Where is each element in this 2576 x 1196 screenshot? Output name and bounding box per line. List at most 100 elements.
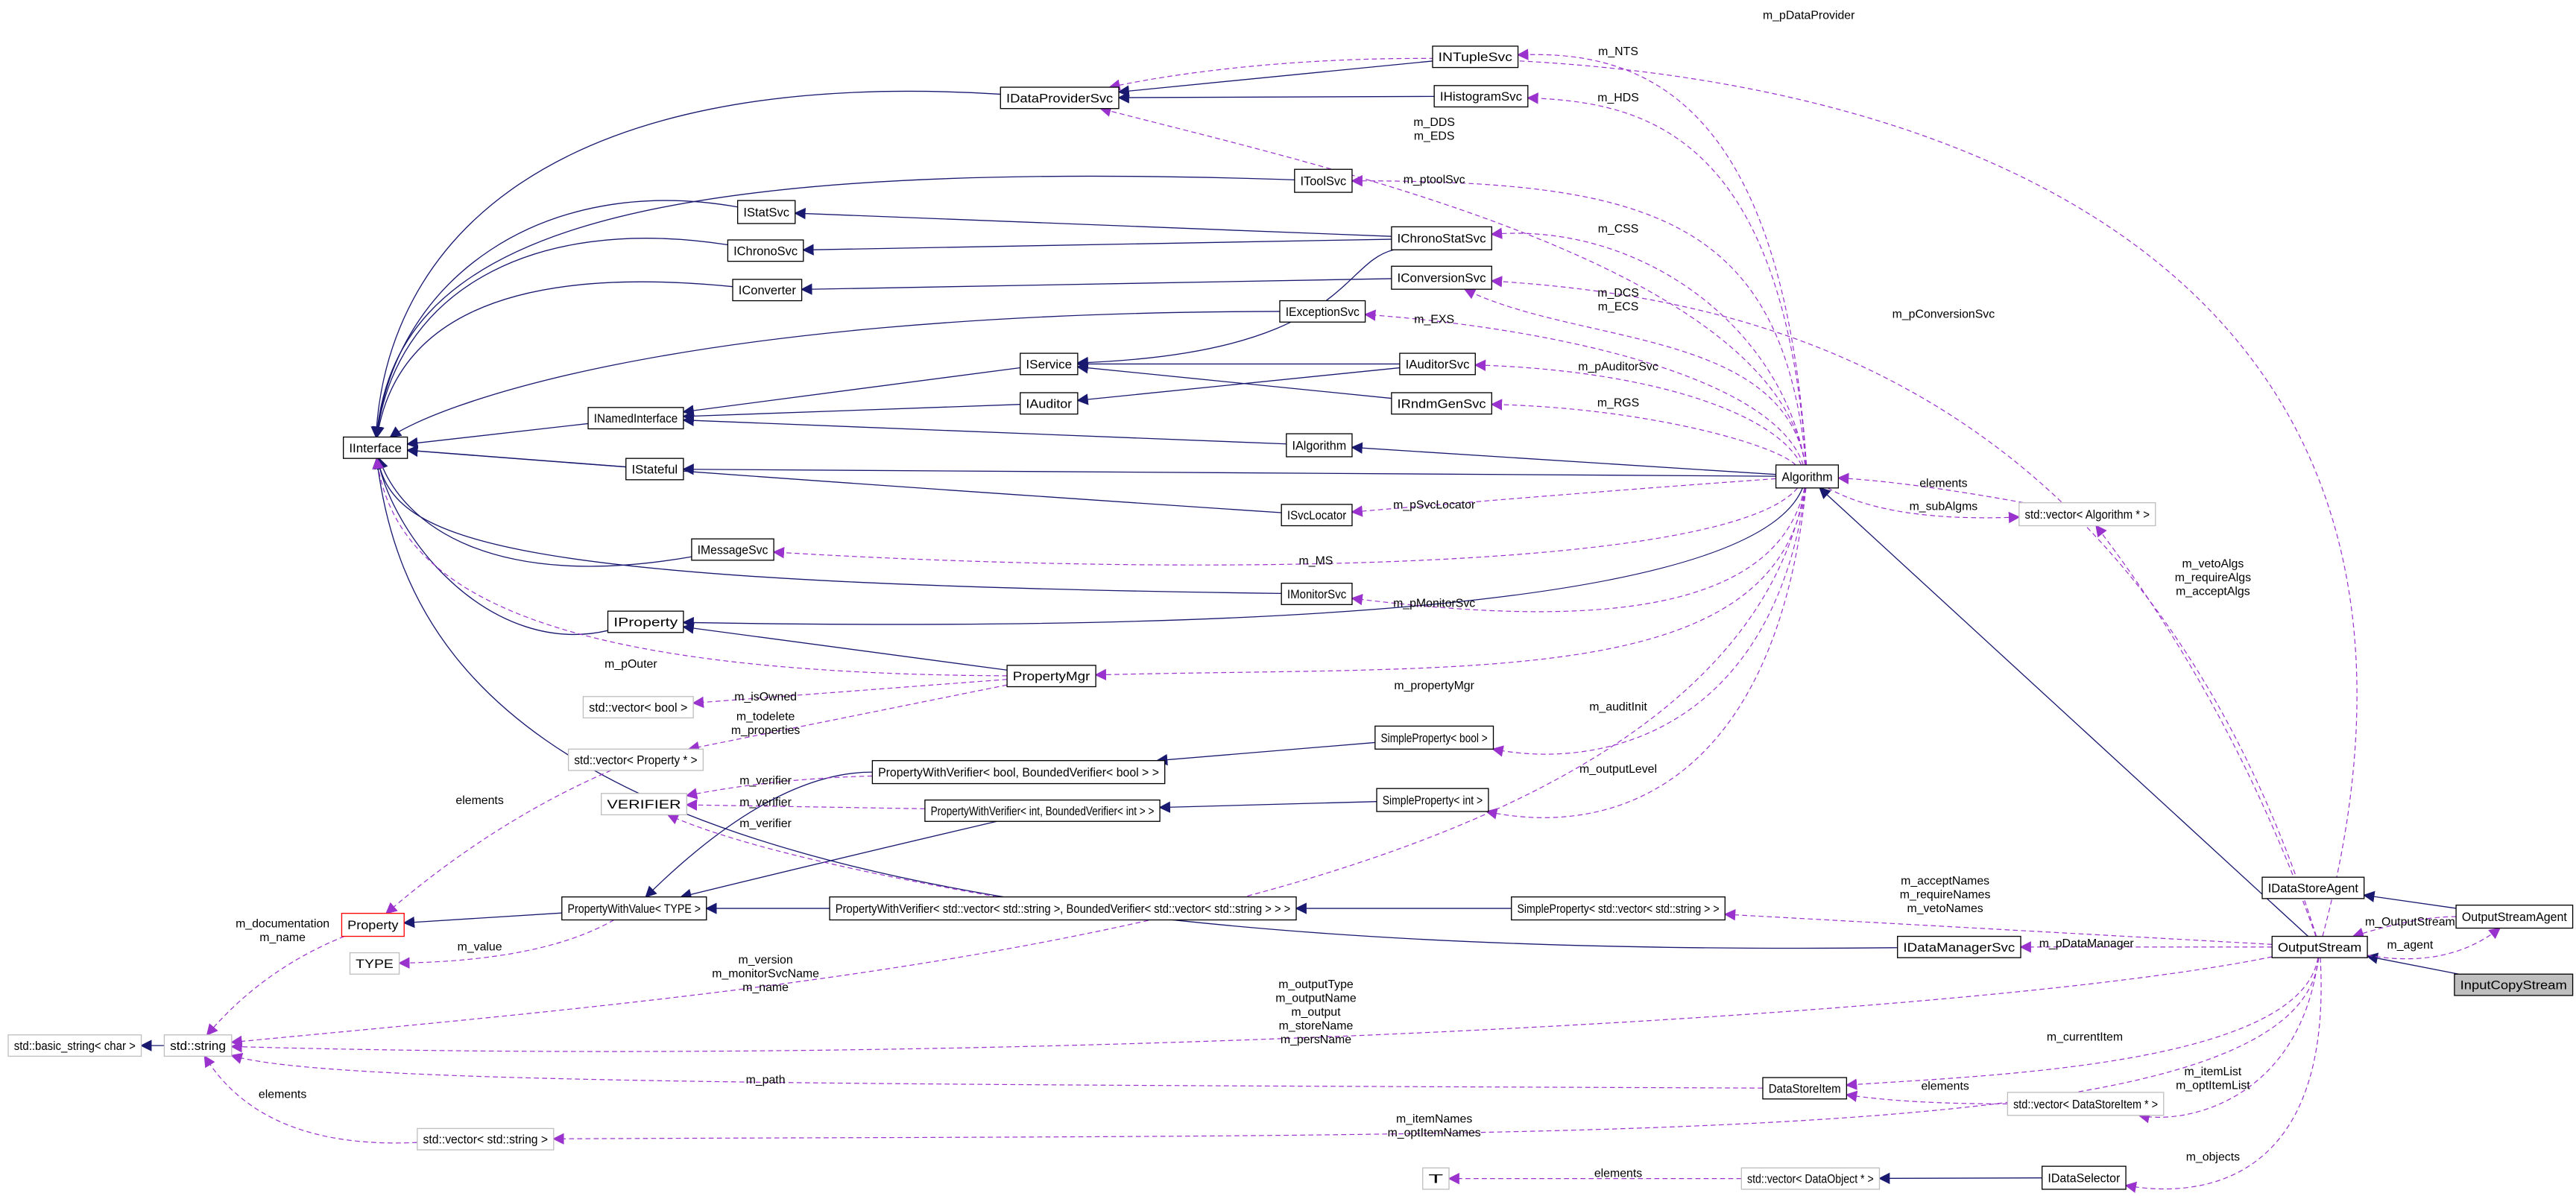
class-node-imonitorsvc[interactable]: IMonitorSvc: [1281, 583, 1353, 605]
class-node-propertymgr[interactable]: PropertyMgr: [1006, 665, 1096, 688]
class-node-ialgorithm[interactable]: IAlgorithm: [1286, 433, 1353, 458]
class-node-outputstream[interactable]: OutputStream: [2271, 935, 2368, 958]
node-label: IInterface: [349, 441, 402, 455]
usage-edge-outputstream-to-outputstreamagent: [2367, 927, 2501, 960]
usage-edge-outputstream-to-datastoreitem: [1845, 958, 2319, 1090]
class-node-itoolsvc[interactable]: IToolSvc: [1294, 168, 1353, 193]
edge-label: elements: [1594, 1167, 1642, 1180]
edge-label: m_ECS: [1598, 301, 1639, 314]
node-box: [1020, 352, 1079, 376]
node-label: std::vector< DataObject * >: [1747, 1172, 1874, 1186]
node-box: [601, 793, 687, 816]
node-label: IProperty: [613, 615, 678, 629]
edge-label: m_optItemList: [2176, 1079, 2250, 1092]
class-node-inamedinterface[interactable]: INamedInterface: [587, 407, 684, 430]
class-node-type[interactable]: TYPE: [349, 952, 400, 975]
class-node-iauditor[interactable]: IAuditor: [1020, 392, 1079, 415]
class-node-iexceptionsvc[interactable]: IExceptionSvc: [1279, 300, 1366, 323]
inheritance-edge-inamedinterface-to-iinterface: [406, 423, 589, 449]
class-node-irndmgensvc[interactable]: IRndmGenSvc: [1391, 392, 1492, 415]
edge-label: m_ptoolSvc: [1404, 174, 1465, 186]
node-label: IChronoStatSvc: [1398, 232, 1486, 246]
class-node-propertywithverifier-std-vector-std-string-boundedverifier-std-vector-std-string[interactable]: PropertyWithVerifier< std::vector< std::…: [829, 896, 1297, 921]
node-label: std::vector< Property * >: [574, 753, 697, 768]
class-node-std-vector-bool[interactable]: std::vector< bool >: [582, 696, 694, 719]
usage-edge-algorithm-to-imessagesvc: [772, 487, 1799, 566]
class-node-ihistogramsvc[interactable]: IHistogramSvc: [1433, 85, 1529, 108]
class-node-simpleproperty-std-vector-std-string[interactable]: SimpleProperty< std::vector< std::string…: [1511, 896, 1726, 921]
class-node-isvclocator[interactable]: ISvcLocator: [1281, 504, 1353, 527]
node-box: [1006, 665, 1096, 688]
node-box: [1422, 1167, 1450, 1190]
inheritance-edge-idataselector-to-std-vector-dataobject: [1878, 1172, 2042, 1185]
usage-edge-algorithm-to-iauditorsvc: [1474, 359, 1802, 466]
class-node-propertywithverifier-int-boundedverifier-int[interactable]: PropertyWithVerifier< int, BoundedVerifi…: [924, 799, 1161, 822]
inheritance-edge-iconversionsvc-to-iconverter: [801, 278, 1392, 295]
class-node-idataprovidersvc[interactable]: IDataProviderSvc: [1000, 86, 1120, 110]
class-node-intuplesvc[interactable]: INTupleSvc: [1432, 45, 1519, 69]
node-box: [1391, 226, 1492, 250]
class-node-property[interactable]: Property: [341, 913, 405, 937]
class-node-verifier[interactable]: VERIFIER: [601, 793, 687, 816]
class-node-iproperty[interactable]: IProperty: [607, 610, 684, 633]
usage-edge-propertymgr-to-std-vector-bool: [692, 679, 1008, 709]
edge-label: elements: [1919, 478, 1967, 490]
class-node-idatastoreagent[interactable]: IDataStoreAgent: [2261, 876, 2365, 899]
class-node-inputcopystream[interactable]: InputCopyStream: [2454, 973, 2574, 996]
class-node-imessagesvc[interactable]: IMessageSvc: [691, 538, 774, 561]
node-box: [1294, 168, 1353, 193]
class-node-simpleproperty-int[interactable]: SimpleProperty< int >: [1376, 788, 1489, 812]
inheritance-edge-imonitorsvc-to-iinterface: [373, 457, 1282, 595]
class-node-propertywithverifier-bool-boundedverifier-bool[interactable]: PropertyWithVerifier< bool, BoundedVerif…: [871, 760, 1166, 785]
node-box: [871, 760, 1166, 785]
class-node-iinterface[interactable]: IInterface: [342, 436, 408, 459]
edge-label: m_storeName: [1279, 1020, 1354, 1033]
class-node-std-basic-string-char[interactable]: std::basic_string< char >: [7, 1034, 142, 1057]
class-node-std-vector-std-string[interactable]: std::vector< std::string >: [417, 1127, 555, 1151]
node-label: SimpleProperty< bool >: [1381, 731, 1488, 745]
inheritance-edge-iexceptionsvc-to-iinterface: [389, 311, 1280, 438]
class-node-ichronosvc[interactable]: IChronoSvc: [727, 239, 804, 262]
class-node-algorithm[interactable]: Algorithm: [1775, 464, 1840, 489]
node-label: TYPE: [356, 957, 394, 971]
edges: [140, 48, 2501, 1193]
edge-label: m_currentItem: [2047, 1031, 2123, 1044]
class-node-ichronostatsvc[interactable]: IChronoStatSvc: [1391, 226, 1492, 250]
node-box: [2455, 905, 2574, 929]
class-node-datastoreitem[interactable]: DataStoreItem: [1762, 1077, 1848, 1100]
class-node-iconverter[interactable]: IConverter: [732, 279, 803, 302]
class-node-std-vector-datastoreitem[interactable]: std::vector< DataStoreItem * >: [2007, 1092, 2165, 1116]
node-label: IDataProviderSvc: [1006, 91, 1113, 105]
class-node-outputstreamagent[interactable]: OutputStreamAgent: [2455, 905, 2574, 929]
edge-label: m_acceptNames: [1901, 875, 1989, 887]
edge-label: m_requireNames: [1900, 889, 1991, 902]
inheritance-edge-intuplesvc-to-idataprovidersvc: [1117, 60, 1433, 97]
node-label: IDataSelector: [2048, 1171, 2120, 1185]
class-node-t[interactable]: T: [1422, 1167, 1450, 1190]
edge-label: m_requireAlgs: [2175, 572, 2251, 584]
inheritance-edge-iauditorsvc-to-iauditor: [1076, 367, 1400, 405]
class-node-iservice[interactable]: IService: [1020, 352, 1079, 376]
class-node-std-vector-property[interactable]: std::vector< Property * >: [567, 748, 704, 771]
node-label: PropertyWithVerifier< int, BoundedVerifi…: [931, 804, 1155, 818]
class-node-propertywithvalue-type[interactable]: PropertyWithValue< TYPE >: [561, 896, 707, 921]
class-node-iconversionsvc[interactable]: IConversionSvc: [1391, 265, 1492, 290]
node-label: DataStoreItem: [1769, 1081, 1841, 1095]
node-label: IMonitorSvc: [1287, 587, 1346, 601]
inheritance-edge-idataprovidersvc-to-iinterface: [370, 90, 1001, 439]
class-node-std-vector-algorithm[interactable]: std::vector< Algorithm * >: [2018, 502, 2156, 527]
class-node-istateful[interactable]: IStateful: [625, 458, 684, 481]
usage-edge-algorithm-to-propertymgr: [1094, 487, 1806, 681]
usage-edge-std-vector-std-string-to-std-string: [203, 1055, 417, 1144]
class-node-std-string[interactable]: std::string: [163, 1034, 233, 1057]
usage-edge-algorithm-to-isvclocator: [1351, 478, 1776, 517]
class-node-simpleproperty-bool[interactable]: SimpleProperty< bool >: [1374, 725, 1494, 750]
class-node-idataselector[interactable]: IDataSelector: [2042, 1165, 2127, 1190]
class-node-istatsvc[interactable]: IStatSvc: [736, 200, 796, 224]
node-box: [727, 239, 804, 262]
class-node-iauditorsvc[interactable]: IAuditorSvc: [1399, 352, 1476, 376]
class-node-std-vector-dataobject[interactable]: std::vector< DataObject * >: [1740, 1167, 1881, 1190]
edge-label: m_itemList: [2185, 1066, 2242, 1078]
edge-label: m_name: [742, 981, 789, 994]
class-node-idatamanagersvc[interactable]: IDataManagerSvc: [1897, 935, 2021, 958]
